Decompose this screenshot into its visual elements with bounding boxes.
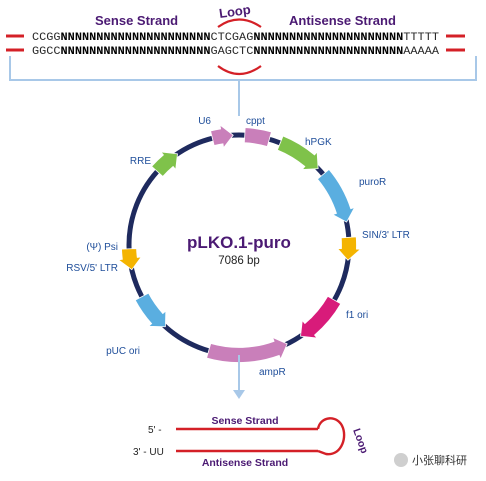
loop-arc-top bbox=[217, 18, 262, 28]
insert-bracket bbox=[9, 56, 477, 81]
hairpin-sense-label: Sense Strand bbox=[211, 415, 278, 427]
hairpin-antisense-label: Antisense Strand bbox=[202, 457, 288, 469]
feature-f1ori-arrow bbox=[300, 295, 342, 339]
label-ampr: ampR bbox=[259, 367, 286, 378]
watermark-icon bbox=[394, 453, 408, 467]
loop-arc-bottom bbox=[217, 65, 262, 76]
feature-rsv5ltr-arrow bbox=[117, 248, 143, 271]
feature-pucori-arrow bbox=[134, 292, 167, 328]
label-psi: (Ψ) Psi bbox=[86, 242, 118, 253]
label-hpgk: hPGK bbox=[305, 137, 332, 148]
label-rsv5ltr: RSV/5' LTR bbox=[66, 263, 118, 274]
header-antisense-strand: Antisense Strand bbox=[289, 13, 396, 28]
feature-rre-arrow bbox=[151, 151, 178, 177]
label-cppt: cppt bbox=[246, 116, 265, 127]
plasmid-features bbox=[117, 124, 362, 363]
label-rre: RRE bbox=[130, 156, 151, 167]
plasmid-size: 7086 bp bbox=[218, 255, 260, 267]
header-sense-strand: Sense Strand bbox=[95, 13, 178, 28]
feature-ampr-arrow bbox=[206, 336, 288, 363]
label-f1ori: f1 ori bbox=[346, 310, 368, 321]
connector-arrowhead bbox=[233, 390, 245, 399]
feature-u6-arrow bbox=[210, 124, 234, 149]
hairpin-three-prime: 3' - UU bbox=[133, 447, 164, 458]
watermark: 小张聊科研 bbox=[394, 453, 467, 467]
feature-puror-arrow bbox=[316, 168, 356, 223]
hairpin-five-prime: 5' - bbox=[148, 425, 162, 436]
watermark-text: 小张聊科研 bbox=[412, 453, 467, 467]
feature-sin3ltr-arrow bbox=[336, 236, 362, 261]
hairpin-loop bbox=[316, 417, 346, 456]
feature-hpgk-arrow bbox=[276, 135, 319, 171]
label-sin3ltr: SIN/3' LTR bbox=[362, 230, 410, 241]
label-puror: puroR bbox=[359, 177, 386, 188]
label-u6: U6 bbox=[198, 116, 211, 127]
header-loop-label: Loop bbox=[218, 2, 252, 21]
feature-cppt-arrow bbox=[243, 127, 272, 147]
plasmid-name: pLKO.1-puro bbox=[187, 233, 291, 252]
label-pucori: pUC ori bbox=[106, 346, 140, 357]
hairpin-loop-label: Loop bbox=[350, 427, 370, 455]
